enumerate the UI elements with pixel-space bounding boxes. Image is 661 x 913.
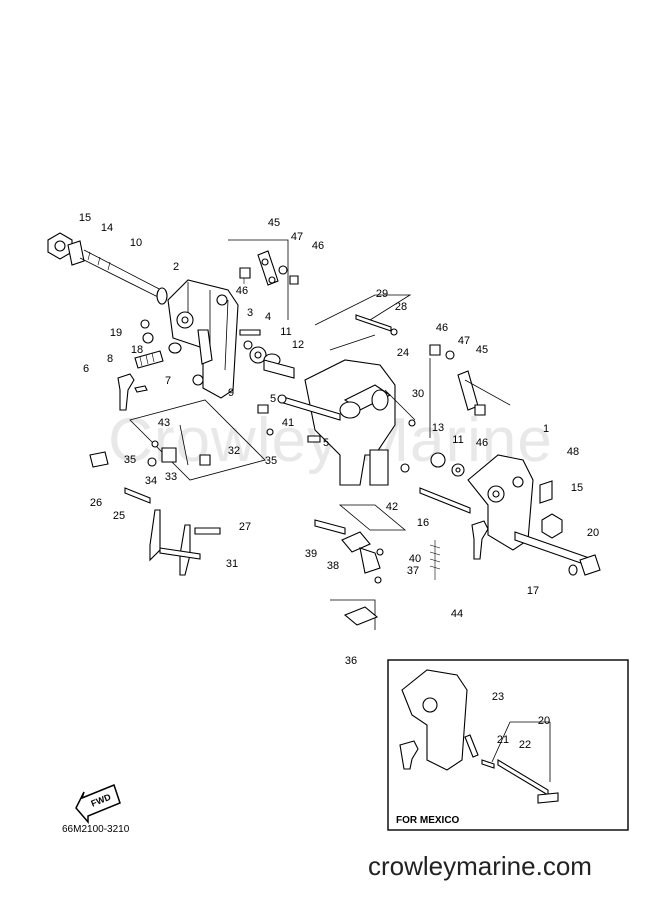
fwd-arrow-icon: FWD	[75, 784, 121, 825]
callout: 47	[458, 335, 470, 347]
right-bracket	[419, 452, 601, 576]
callout: 2	[173, 261, 179, 273]
callout: 43	[158, 417, 170, 429]
shaft-assembly-left	[47, 232, 168, 305]
callout: 32	[228, 445, 240, 457]
callout: 46	[436, 322, 448, 334]
callout: 18	[131, 344, 143, 356]
callout: 39	[305, 548, 317, 560]
callout: 46	[312, 240, 324, 252]
callout: 33	[165, 471, 177, 483]
callout: 44	[451, 608, 463, 620]
callout: 9	[228, 387, 234, 399]
callout: 28	[395, 301, 407, 313]
callout: 12	[292, 339, 304, 351]
callout: 45	[476, 344, 488, 356]
callout: 48	[567, 446, 579, 458]
callout: 27	[239, 521, 251, 533]
diagram-code: 66M2100-3210	[62, 824, 130, 835]
callout-numbers: 15 14 10 2 45 47 46 46 29 28 3 4 11 12 1…	[62, 212, 599, 835]
right-upper-parts	[355, 314, 511, 438]
callout: 1	[543, 423, 549, 435]
callout: 37	[407, 565, 419, 577]
callout: 20	[538, 715, 550, 727]
callout: 41	[282, 417, 294, 429]
callout: 11	[452, 434, 463, 446]
callout: 11	[280, 326, 291, 338]
top-plate-assembly	[228, 239, 299, 320]
callout: 5	[323, 437, 329, 449]
callout: 30	[412, 388, 424, 400]
callout: 46	[476, 437, 488, 449]
callout: 5	[270, 393, 276, 405]
inset-label: FOR MEXICO	[396, 815, 460, 826]
callout: 21	[497, 734, 509, 746]
inset-for-mexico	[387, 659, 629, 831]
callout: 20	[587, 527, 599, 539]
swivel-bracket	[304, 294, 416, 486]
callout: 22	[519, 739, 531, 751]
callout: 7	[165, 375, 171, 387]
lower-left-linkage	[89, 399, 266, 576]
callout: 8	[107, 353, 113, 365]
site-footer-text: crowleymarine.com	[368, 851, 592, 881]
center-bolts	[257, 394, 341, 443]
callout: 31	[226, 558, 238, 570]
callout: 6	[83, 363, 89, 375]
callout: 45	[268, 217, 280, 229]
callout: 46	[236, 285, 248, 297]
callout: 10	[130, 237, 142, 249]
callout: 14	[101, 222, 113, 234]
callout: 29	[376, 288, 388, 300]
callout: 42	[386, 501, 398, 513]
callout: 15	[571, 482, 583, 494]
callout: 25	[113, 510, 125, 522]
small-parts-left	[117, 319, 204, 411]
callout: 34	[145, 475, 157, 487]
callout: 35	[124, 454, 136, 466]
callout: 23	[492, 691, 504, 703]
callout: 16	[417, 517, 429, 529]
left-bracket	[167, 279, 239, 399]
callout: 4	[265, 311, 271, 323]
callout: 3	[247, 307, 253, 319]
callout: 26	[90, 497, 102, 509]
callout: 47	[291, 231, 303, 243]
callout: 38	[327, 560, 339, 572]
callout: 13	[432, 422, 444, 434]
callout: 36	[345, 655, 357, 667]
callout: 15	[79, 212, 91, 224]
lower-center-parts	[314, 504, 441, 630]
bolt-group-center	[239, 329, 295, 379]
callout: 40	[409, 553, 421, 565]
callout: 17	[527, 585, 539, 597]
callout: 24	[397, 347, 409, 359]
callout: 19	[110, 327, 122, 339]
callout: 35	[265, 455, 277, 467]
